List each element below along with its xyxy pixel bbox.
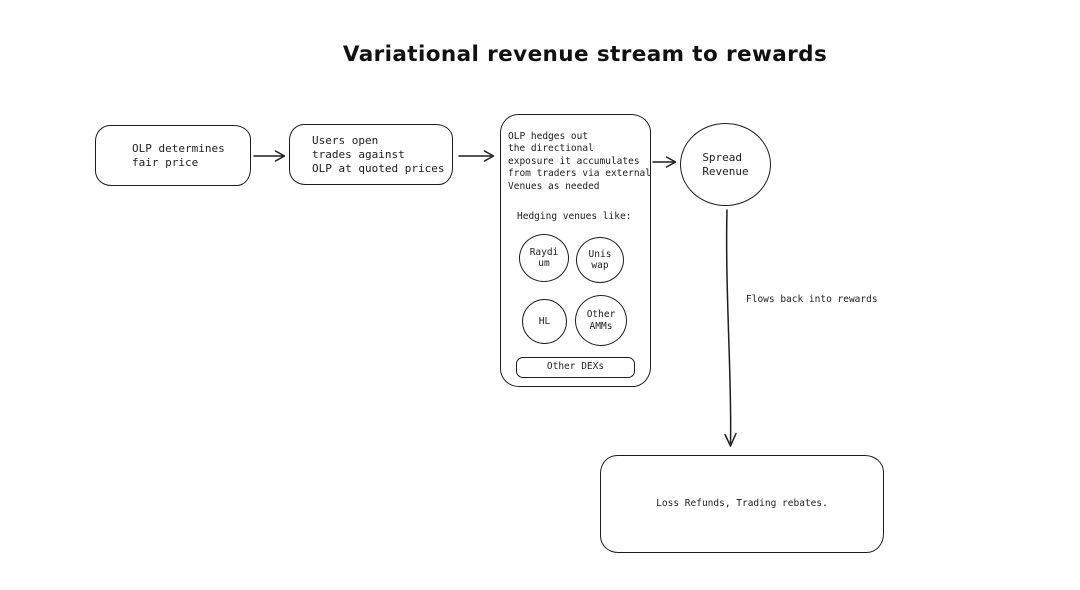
node-rewards: Loss Refunds, Trading rebates. — [600, 455, 884, 553]
venue-raydium-label: Raydi um — [529, 246, 559, 270]
node-users-open-trades-label: Users open trades against OLP at quoted … — [312, 133, 445, 175]
arrow-step2-to-hedging — [458, 150, 495, 162]
hedging-subtitle: Hedging venues like: — [517, 211, 632, 222]
venue-circle-raydium: Raydi um — [519, 234, 569, 282]
node-olp-hedging: OLP hedges out the directional exposure … — [500, 114, 651, 387]
node-rewards-label: Loss Refunds, Trading rebates. — [656, 497, 828, 509]
venue-hl-label: HL — [538, 315, 551, 327]
node-spread-revenue-label: Spread Revenue — [702, 150, 749, 178]
node-olp-fair-price: OLP determines fair price — [95, 125, 251, 186]
other-dexs-pill: Other DEXs — [516, 357, 635, 378]
arrow-spread-to-rewards — [724, 209, 737, 447]
venue-circle-other-amms: Other AMMs — [575, 295, 627, 346]
flow-back-label: Flows back into rewards — [746, 294, 878, 305]
venue-other-amms-label: Other AMMs — [586, 309, 616, 332]
venue-circle-hl: HL — [522, 299, 567, 344]
venue-uniswap-label: Unis wap — [588, 248, 612, 272]
arrow-step1-to-step2 — [253, 150, 286, 162]
venue-circle-uniswap: Unis wap — [576, 237, 624, 283]
diagram-title: Variational revenue stream to rewards — [342, 42, 828, 67]
node-olp-fair-price-label: OLP determines fair price — [132, 141, 225, 169]
node-spread-revenue: Spread Revenue — [680, 123, 771, 206]
node-users-open-trades: Users open trades against OLP at quoted … — [289, 124, 453, 185]
other-dexs-label: Other DEXs — [546, 361, 605, 373]
hedging-description: OLP hedges out the directional exposure … — [508, 131, 651, 192]
arrow-hedging-to-spread — [652, 156, 677, 168]
